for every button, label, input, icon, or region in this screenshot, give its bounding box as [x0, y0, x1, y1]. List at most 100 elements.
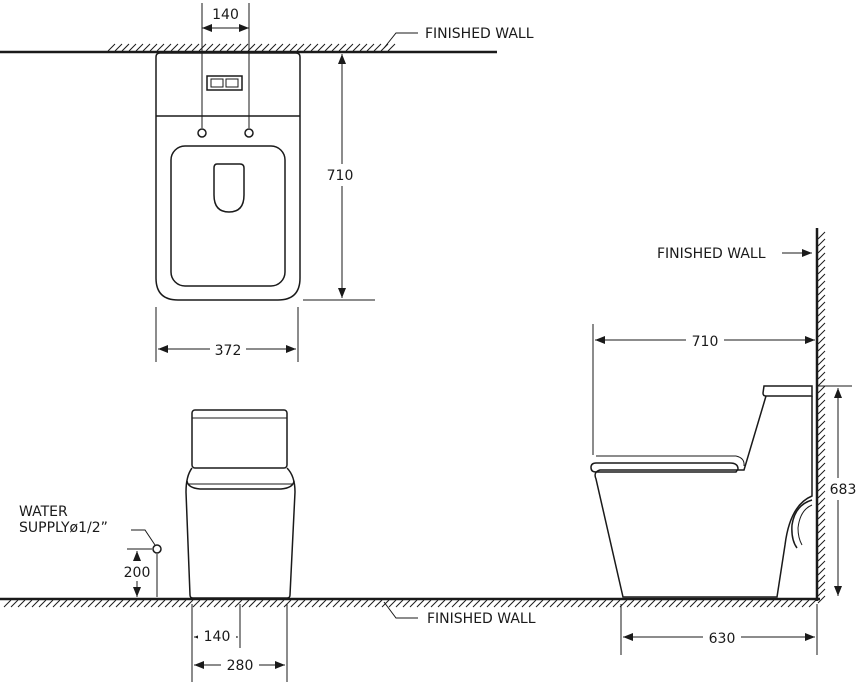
hatch-mark	[184, 43, 193, 52]
hatch-mark	[234, 599, 243, 608]
seat-outline	[170, 145, 286, 287]
hatch-mark	[817, 343, 826, 352]
hatch-mark	[227, 599, 236, 608]
hatch-mark	[240, 43, 249, 52]
hatch-mark	[731, 599, 740, 608]
hatch-mark	[121, 43, 130, 52]
hatch-mark	[164, 599, 173, 608]
hatch-mark	[817, 490, 826, 499]
hatch-mark	[178, 599, 187, 608]
hatch-mark	[3, 599, 12, 608]
hatch-mark	[817, 434, 826, 443]
hatch-mark	[205, 43, 214, 52]
hatch-mark	[556, 599, 565, 608]
hatch-mark	[647, 599, 656, 608]
hatch-mark	[310, 43, 319, 52]
finished-wall-side-label: FINISHED WALL	[657, 246, 766, 262]
hatch-mark	[549, 599, 558, 608]
hatch-mark	[794, 599, 803, 608]
hatch-mark	[318, 599, 327, 608]
top-710-label: 710	[327, 168, 354, 184]
hatch-mark	[773, 599, 782, 608]
supply-200-label: 200	[124, 565, 151, 581]
hatch-mark	[817, 483, 826, 492]
hatch-mark	[724, 599, 733, 608]
side-outlet	[791, 499, 813, 549]
hatch-mark	[817, 322, 826, 331]
front-280-label: 280	[227, 658, 254, 674]
hatch-mark	[787, 599, 796, 608]
hatch-mark	[387, 43, 396, 52]
hatch-mark	[689, 599, 698, 608]
flush-button-right	[225, 78, 239, 88]
hatch-mark	[817, 441, 826, 450]
hatch-mark	[817, 567, 826, 576]
hatch-mark	[269, 599, 278, 608]
hatch-mark	[766, 599, 775, 608]
hatch-mark	[128, 43, 137, 52]
hatch-mark	[268, 43, 277, 52]
floor-hatch	[3, 599, 817, 608]
hatch-mark	[241, 599, 250, 608]
hatch-mark	[817, 301, 826, 310]
hatch-mark	[10, 599, 19, 608]
top-wall-leader	[383, 32, 418, 49]
hatch-mark	[213, 599, 222, 608]
side-710-label-bg	[686, 330, 724, 350]
hatch-mark	[360, 599, 369, 608]
hatch-mark	[801, 599, 810, 608]
hatch-mark	[276, 599, 285, 608]
hatch-mark	[374, 599, 383, 608]
hatch-mark	[17, 599, 26, 608]
hatch-mark	[353, 599, 362, 608]
hatch-mark	[817, 385, 826, 394]
hatch-mark	[115, 599, 124, 608]
hatch-mark	[817, 539, 826, 548]
hatch-mark	[465, 599, 474, 608]
hatch-mark	[437, 599, 446, 608]
front-view: WATER SUPPLYø1/2” 200 140 280	[19, 409, 296, 682]
hatch-mark	[745, 599, 754, 608]
hatch-mark	[780, 599, 789, 608]
hatch-mark	[738, 599, 747, 608]
hatch-mark	[605, 599, 614, 608]
inlet-hole-right	[244, 128, 254, 138]
hatch-mark	[282, 43, 291, 52]
hatch-mark	[817, 560, 826, 569]
hatch-mark	[817, 525, 826, 534]
hatch-mark	[395, 599, 404, 608]
top-140-label: 140	[212, 7, 239, 23]
side-tank-top	[762, 385, 813, 397]
hatch-mark	[528, 599, 537, 608]
hatch-mark	[101, 599, 110, 608]
front-body	[185, 467, 296, 599]
hatch-mark	[696, 599, 705, 608]
hatch-mark	[817, 581, 826, 590]
front-tank	[191, 409, 288, 469]
hatch-mark	[817, 588, 826, 597]
hatch-mark	[817, 511, 826, 520]
hatch-mark	[817, 259, 826, 268]
hatch-mark	[626, 599, 635, 608]
hatch-mark	[817, 329, 826, 338]
side-outlet-inner	[797, 504, 813, 546]
water-supply-label-line2: SUPPLYø1/2”	[19, 520, 108, 536]
bowl-opening	[213, 163, 245, 213]
hatch-mark	[817, 273, 826, 282]
finished-wall-top-label: FINISHED WALL	[425, 26, 534, 42]
hatch-mark	[303, 43, 312, 52]
hatch-mark	[108, 599, 117, 608]
hatch-mark	[817, 378, 826, 387]
side-630-label: 630	[709, 631, 736, 647]
hatch-mark	[817, 546, 826, 555]
hatch-mark	[24, 599, 33, 608]
hatch-mark	[817, 406, 826, 415]
hatch-mark	[675, 599, 684, 608]
hatch-mark	[254, 43, 263, 52]
hatch-mark	[817, 392, 826, 401]
hatch-mark	[423, 599, 432, 608]
floor-wall-leader	[383, 601, 418, 619]
hatch-mark	[275, 43, 284, 52]
hatch-mark	[817, 476, 826, 485]
hatch-mark	[352, 43, 361, 52]
